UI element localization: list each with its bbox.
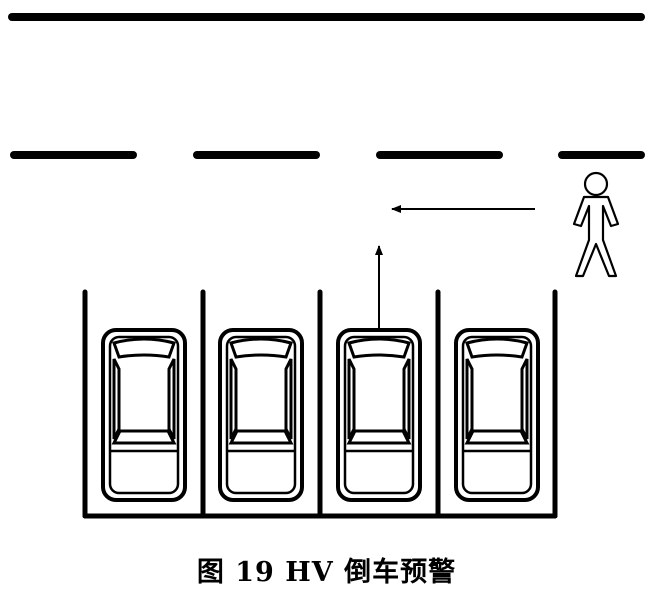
car-icon: [454, 328, 540, 502]
car-icon: [101, 328, 187, 502]
car-icon: [218, 328, 304, 502]
parking-lot: [82, 289, 558, 519]
pedestrian-icon: [572, 171, 620, 278]
figure-caption: 图 19 HV 倒车预警: [196, 557, 457, 588]
car-icon: [336, 328, 422, 502]
hv-reverse-warning-diagram: [8, 13, 645, 519]
